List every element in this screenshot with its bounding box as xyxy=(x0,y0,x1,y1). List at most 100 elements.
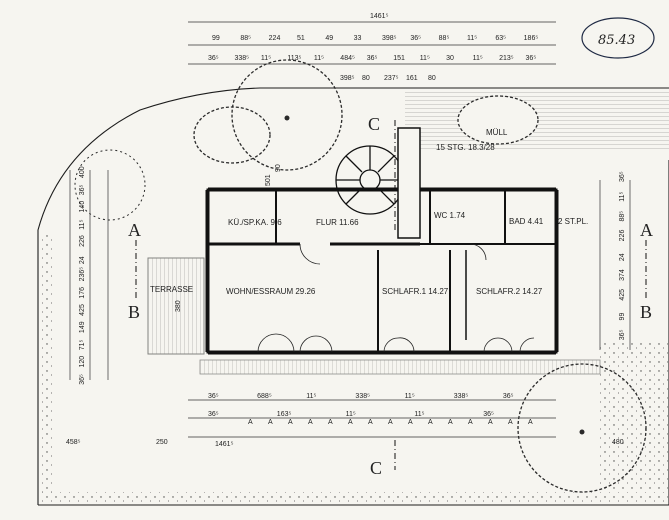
top-dim-row2: 213⁵ xyxy=(499,55,514,62)
top-dim-row1: 88⁵ xyxy=(240,35,251,42)
right-dim: 99 xyxy=(619,313,626,321)
section-b-right: B xyxy=(640,302,652,322)
opening-mark: A xyxy=(348,419,353,426)
top-dim-row2: 11⁵ xyxy=(314,55,324,62)
bottom-dim-row2: 163⁵ xyxy=(277,411,292,418)
top-dim-row2: 113⁵ xyxy=(287,55,301,62)
top-dim-row1: 51 xyxy=(297,35,305,42)
left-dim: 120 xyxy=(79,356,86,368)
top-dim-row2: 151 xyxy=(393,55,405,62)
opening-mark: A xyxy=(308,419,313,426)
garden-dim-left: 458⁵ xyxy=(66,439,81,446)
tree-large-top xyxy=(231,59,343,171)
terrace-label: TERRASSE xyxy=(150,285,193,294)
left-dim: 36⁵ xyxy=(79,374,86,385)
bottom-overall-dimension: 1461⁵ xyxy=(215,441,234,448)
spiral-staircase xyxy=(335,145,405,215)
top-dim-row2: 11⁵ xyxy=(473,55,483,62)
top-dim-row1: 88⁵ xyxy=(439,35,450,42)
opening-mark: A xyxy=(248,419,253,426)
opening-mark: A xyxy=(368,419,373,426)
garden-dim-right: 480 xyxy=(612,439,624,446)
top-dim-row3: 80 xyxy=(428,75,436,82)
top-dim-row1: 36⁵ xyxy=(410,35,421,42)
top-dim-row3: 398⁵ xyxy=(340,75,355,82)
left-dim: 425 xyxy=(79,304,86,316)
section-b-left: B xyxy=(128,302,140,322)
terrace-walk xyxy=(199,359,601,375)
bottom-dim-row1: 338⁵ xyxy=(454,393,469,400)
right-dim: 226 xyxy=(619,230,626,242)
opening-mark: A xyxy=(508,419,513,426)
bottom-dim-row2: 11⁵ xyxy=(414,411,424,418)
opening-mark: A xyxy=(448,419,453,426)
opening-mark: A xyxy=(528,419,533,426)
garden-gravel-border-left xyxy=(40,235,54,493)
top-dim-row1: 398⁵ xyxy=(382,35,397,42)
room-bath-label: BAD 4.41 xyxy=(509,217,544,226)
tree-shrub-top-right xyxy=(457,95,539,145)
right-dim: 24 xyxy=(619,253,626,261)
right-dim: 374 xyxy=(619,269,626,281)
top-dim-row1: 224 xyxy=(269,35,281,42)
left-dim: 36⁵ xyxy=(79,184,86,195)
top-dim-row2: 36⁵ xyxy=(367,55,378,62)
left-dim: 226 xyxy=(79,235,86,247)
top-dim-row2: 484⁵ xyxy=(340,55,355,62)
top-overall-dimension: 1461⁵ xyxy=(370,13,389,20)
right-dim: 36⁵ xyxy=(619,171,626,182)
top-dim-row2: 11⁵ xyxy=(261,55,271,62)
right-dim: 425 xyxy=(619,289,626,301)
section-c-top: C xyxy=(368,114,380,134)
section-lines xyxy=(135,120,647,470)
room-bed1-label: SCHLAFR.1 14.27 xyxy=(382,287,449,296)
garden-gravel-border-bottom xyxy=(40,492,668,504)
top-dim-row1: 33 xyxy=(354,35,362,42)
garden-dim-mid: 250 xyxy=(156,439,168,446)
tree-small-top-left xyxy=(193,106,271,164)
bottom-dim-row2: 36⁵ xyxy=(483,411,494,418)
opening-mark: A xyxy=(288,419,293,426)
terrace-slab xyxy=(147,257,205,355)
section-a-left: A xyxy=(128,220,141,240)
top-dim-row3: 80 xyxy=(362,75,370,82)
left-dim: 24 xyxy=(79,256,86,264)
bottom-dim-row1: 338⁵ xyxy=(355,393,370,400)
room-wc-label: WC 1.74 xyxy=(434,211,466,220)
opening-mark: A xyxy=(488,419,493,426)
parking-label: 2 ST.PL. xyxy=(558,217,588,226)
section-a-right: A xyxy=(640,220,653,240)
opening-mark: A xyxy=(388,419,393,426)
top-dim-row2: 36⁵ xyxy=(526,55,537,62)
top-dim-row1: 186⁵ xyxy=(524,35,539,42)
stairs-label: 15 STG. 18.3/28 xyxy=(436,143,495,152)
muell-label: MÜLL xyxy=(486,128,508,137)
bottom-dim-row1: 36⁵ xyxy=(503,393,514,400)
left-dim: 140 xyxy=(79,201,86,213)
top-dim-row1: 99 xyxy=(212,35,220,42)
site-boundary xyxy=(37,87,669,506)
svg-text:85.43: 85.43 xyxy=(598,33,635,48)
left-dim: 149 xyxy=(79,321,86,333)
right-dim: 11⁵ xyxy=(619,192,626,202)
tree-left xyxy=(74,149,146,221)
opening-mark: A xyxy=(268,419,273,426)
top-dim-row1: 63⁵ xyxy=(495,35,506,42)
top-dim-row2: 338⁵ xyxy=(234,55,249,62)
bottom-dim-row2: 11⁵ xyxy=(346,411,356,418)
left-dim: 236⁵ xyxy=(79,267,86,282)
top-dim-row2: 36⁵ xyxy=(208,55,219,62)
door-swings xyxy=(257,243,535,353)
entrance-porch xyxy=(397,127,421,239)
inner-dim-501: 501 xyxy=(265,174,272,186)
bottom-dim-row2: 36⁵ xyxy=(208,411,219,418)
garden-gravel-border-right xyxy=(600,340,668,490)
left-dim: 176 xyxy=(79,287,86,299)
left-dim: 11⁵ xyxy=(79,219,86,229)
dimension-lines xyxy=(69,21,631,438)
right-dim: 88⁵ xyxy=(619,211,626,222)
top-dim-row2: 11⁵ xyxy=(420,55,430,62)
